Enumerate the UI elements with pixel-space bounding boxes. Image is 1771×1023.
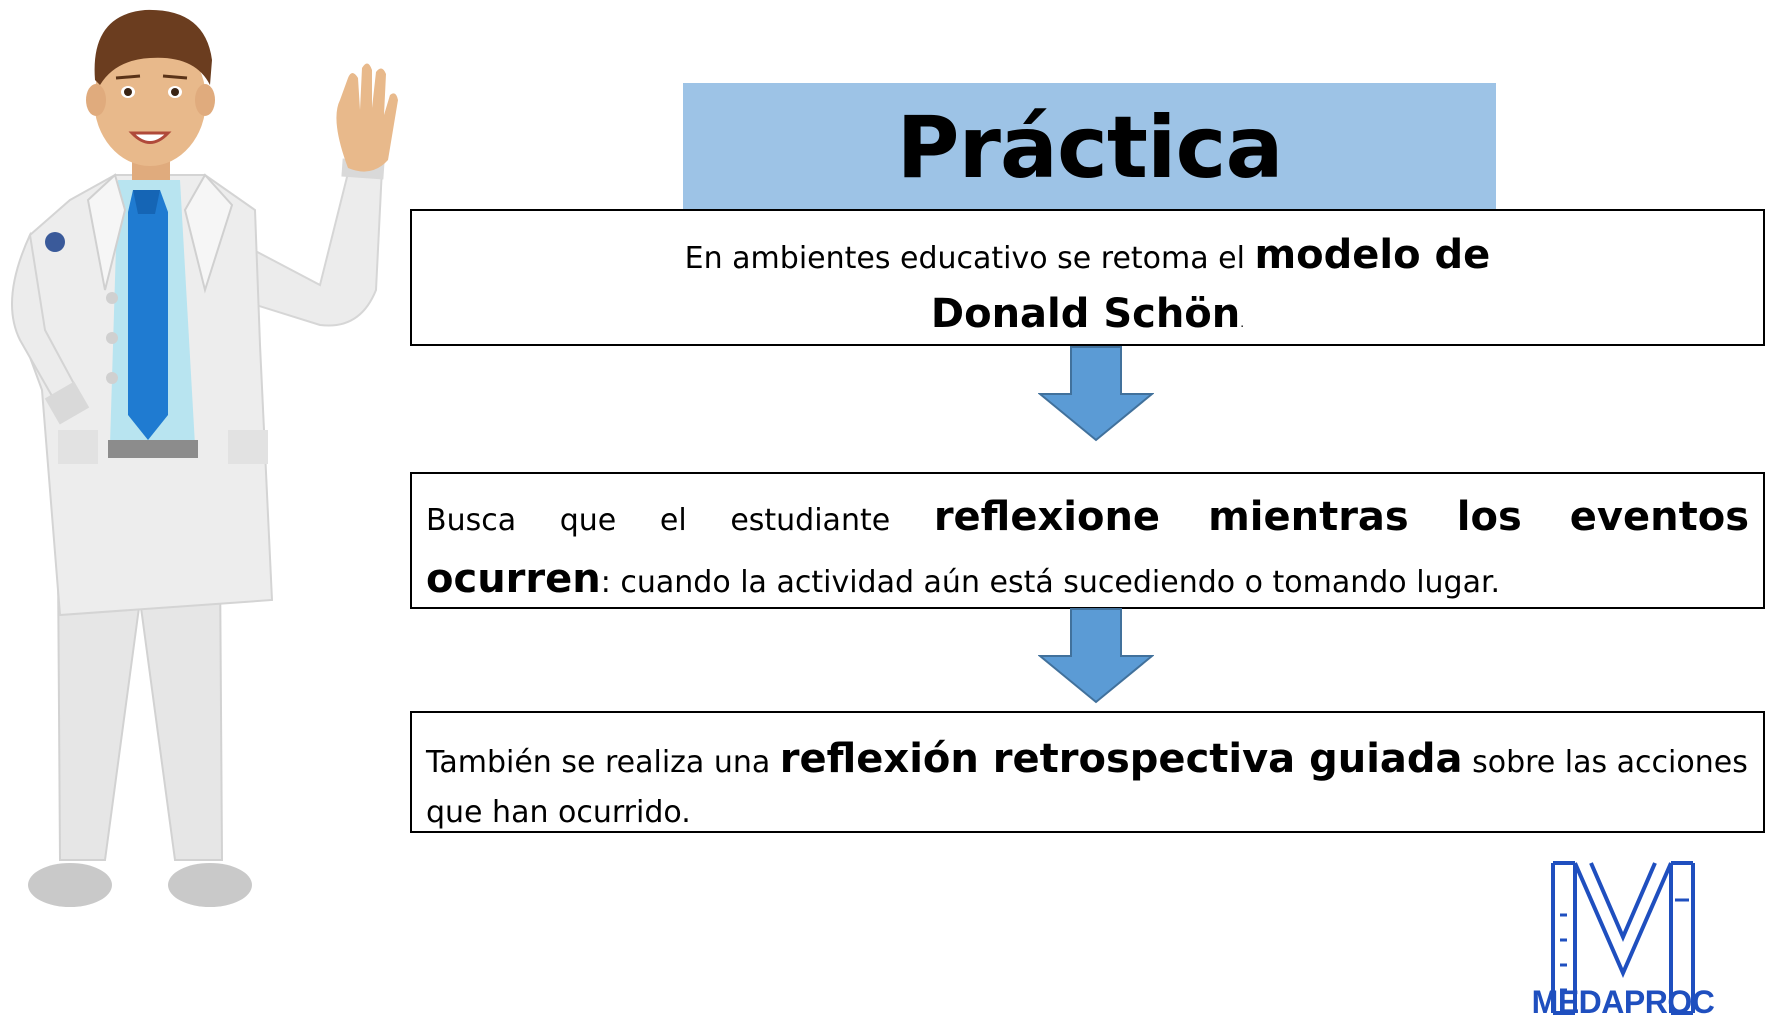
box2-text-start: Busca que el estudiante: [426, 503, 934, 538]
box1-text: En ambientes educativo se retoma el: [684, 241, 1255, 276]
box1-line2: Donald Schön.: [432, 285, 1743, 352]
box-reflection-in-action: Busca que el estudiante reflexione mient…: [410, 472, 1765, 609]
medaproc-logo-icon: [1551, 861, 1695, 1015]
box2-bold: reflexione mientras los eventos ocurren: [426, 494, 1750, 602]
box1-line1: En ambientes educativo se retoma el mode…: [432, 229, 1743, 285]
logo-text: MEDAPROC: [1531, 984, 1715, 1020]
box3-bold: reflexión retrospectiva guiada: [779, 736, 1463, 782]
down-arrow-icon: [1038, 608, 1154, 704]
box3-text-end: sobre las acciones que han ocurrido.: [426, 745, 1748, 830]
down-arrow-icon: [1038, 346, 1154, 442]
doctor-waving-icon: [11, 9, 398, 907]
box1-bold-name: Donald Schön: [930, 291, 1241, 337]
title-background: [683, 83, 1496, 210]
box3-paragraph: También se realiza una reflexión retrosp…: [426, 734, 1749, 838]
box2-text-end: : cuando la actividad aún está sucediend…: [600, 565, 1501, 600]
box1-bold-model: modelo de: [1254, 232, 1491, 278]
box-retrospective-reflection: También se realiza una reflexión retrosp…: [410, 711, 1765, 833]
box-donald-schon: En ambientes educativo se retoma el mode…: [410, 209, 1765, 346]
box2-paragraph: Busca que el estudiante reflexione mient…: [426, 488, 1749, 612]
box1-period: .: [1240, 316, 1245, 330]
box3-text-start: También se realiza una: [426, 745, 780, 780]
